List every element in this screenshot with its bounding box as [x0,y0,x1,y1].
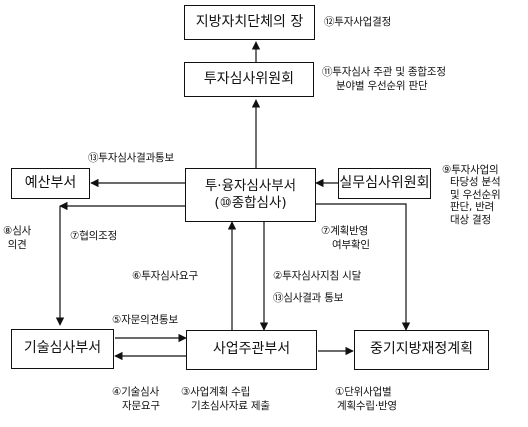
box-mid-term-finance-plan: 중기지방재정계획 [354,330,489,370]
arrow-central-to-plan [316,203,411,331]
box-budget-label: 예산부서 [24,174,77,191]
box-project-department: 사업주관부서 [186,330,317,370]
label-step-8: ⑧심사 의견 [3,225,32,251]
box-technical-review-department: 기술심사부서 [11,329,114,369]
box-mid-term-plan-label: 중기지방재정계획 [369,341,474,358]
box-working-committee-label: 실무심사위원회 [339,174,430,191]
box-investment-review-department: 투·융자심사부서 (⑩종합심사) [185,168,316,222]
label-step-13-review-result: ⑬심사결과 통보 [273,292,344,304]
box-committee-label: 투자심사위원회 [203,70,295,87]
box-budget-department: 예산부서 [11,168,90,199]
box-central-line2: (⑩종합심사) [214,195,287,211]
label-step-5: ⑤자문의견통보 [112,314,178,326]
box-tech-review-label: 기술심사부서 [23,340,102,357]
box-working-review-committee: 실무심사위원회 [338,168,431,199]
label-step-1: ①단위사업별 계획수립·반영 [335,386,397,412]
box-local-government-head-label: 지방자치단체의 장 [195,13,304,30]
label-step-4: ④기술심사 자문요구 [112,386,160,412]
label-step-6: ⑥투자심사요구 [132,270,198,282]
label-step-12: ⑫투자사업결정 [324,16,392,28]
box-central-line1: 투·융자심사부서 [204,178,297,195]
label-step-3: ③사업계획 수립 기초심사자료 제출 [181,386,270,412]
label-step-7-plan-check: ⑦계획반영 여부확인 [321,225,370,251]
box-project-dept-label: 사업주관부서 [212,341,291,358]
label-step-9: ⑨투자사업의 타당성 분석 및 우선순위 판단, 반려 대상 결정 [442,164,501,226]
label-step-13-result-notice: ⑬투자심사결과통보 [88,152,174,164]
box-investment-review-committee: 투자심사위원회 [184,62,314,97]
label-step-11: ⑪투자심사 주관 및 종합조정 분야별 우선순위 판단 [322,66,446,92]
label-step-7-coordination: ⑦협의조정 [70,230,118,242]
box-local-government-head: 지방자치단체의 장 [184,5,315,40]
label-step-2: ②투자심사지침 시달 [273,270,362,282]
